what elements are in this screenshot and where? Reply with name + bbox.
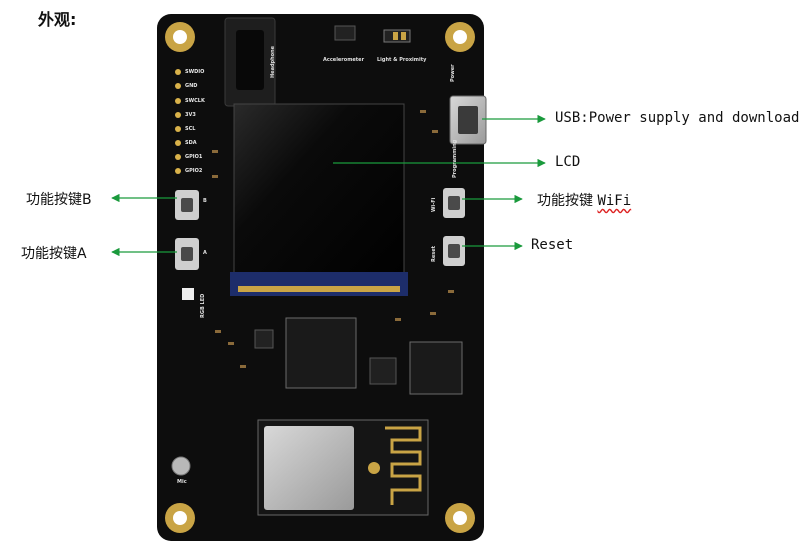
callout-button-b: 功能按键B — [26, 192, 92, 208]
silk-rgb-led: RGB LED — [200, 293, 206, 318]
callout-lcd: LCD — [555, 154, 581, 170]
silk-reset: Reset — [431, 246, 437, 262]
callout-wifi-word: WiFi — [597, 193, 632, 209]
mcu-chip — [285, 317, 357, 389]
callout-wifi-button: 功能按键 WiFi — [537, 190, 631, 210]
pin-header-dots — [175, 69, 181, 174]
pin-label-gpio1: GPIO1 — [185, 154, 203, 160]
button-a-graphic — [175, 238, 199, 270]
silk-mic: Mic — [177, 479, 187, 485]
silk-wifi: Wi-Fi — [431, 197, 437, 212]
silk-programming: Programming — [452, 139, 458, 178]
silk-power: Power — [450, 64, 456, 82]
lcd-screen — [233, 103, 405, 295]
pin-label-sda: SDA — [185, 140, 197, 146]
silk-accelerometer: Accelerometer — [323, 57, 365, 63]
button-reset-graphic — [443, 236, 465, 266]
silk-b: B — [203, 198, 207, 204]
callout-wifi-prefix: 功能按键 — [537, 193, 598, 209]
pin-label-swclk: SWCLK — [185, 98, 205, 104]
pin-label-gpio2: GPIO2 — [185, 168, 203, 174]
page-heading: 外观: — [38, 10, 77, 29]
pin-label-swdio: SWDIO — [185, 69, 205, 75]
callout-button-a: 功能按键A — [21, 246, 87, 262]
pin-label-scl: SCL — [185, 126, 196, 132]
callout-usb: USB:Power supply and download — [555, 110, 800, 126]
pin-label-gnd: GND — [185, 83, 198, 89]
mounting-holes — [165, 22, 475, 533]
silk-headphone: Headphone — [270, 45, 276, 78]
mic-graphic — [171, 456, 191, 476]
button-wifi-graphic — [443, 188, 465, 218]
silk-a: A — [203, 250, 207, 256]
callout-reset: Reset — [531, 237, 574, 253]
button-b-graphic — [175, 190, 199, 220]
pin-label-3v3: 3V3 — [185, 112, 196, 118]
silk-light-proximity: Light & Proximity — [377, 57, 427, 63]
